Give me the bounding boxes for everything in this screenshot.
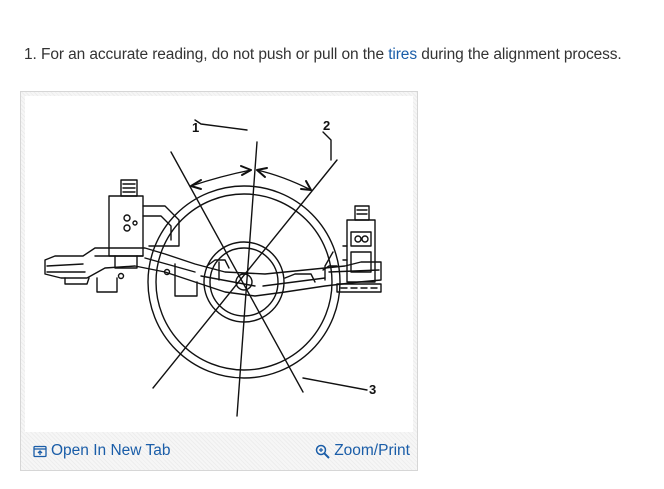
step-instruction: 1. For an accurate reading, do not push …	[24, 45, 622, 65]
alignment-illustration[interactable]: 1 2 3	[25, 96, 413, 432]
callout-3: 3	[369, 382, 376, 397]
figure-footer: Open In New Tab Zoom/Print	[21, 434, 417, 470]
tires-link[interactable]: tires	[388, 45, 417, 63]
callout-1: 1	[192, 120, 199, 135]
zoom-print-label: Zoom/Print	[334, 442, 410, 459]
step-text-before: For an accurate reading, do not push or …	[40, 45, 384, 63]
left-mount-drawing	[108, 179, 180, 269]
step-number: 1.	[24, 45, 37, 63]
zoom-print-button[interactable]: Zoom/Print	[315, 442, 410, 460]
figure-card: 1 2 3 Open In New Tab	[20, 91, 418, 471]
right-mount-drawing	[324, 205, 376, 283]
caster-camber-diagram: 1 2 3	[44, 118, 382, 417]
angle-reference-lines	[152, 119, 368, 417]
step-text-after: during the alignment process.	[421, 45, 622, 63]
zoom-icon	[315, 444, 330, 459]
callout-2: 2	[323, 118, 330, 133]
open-in-new-tab-label: Open In New Tab	[51, 442, 171, 459]
wheel-drawing	[147, 185, 341, 379]
open-tab-icon	[33, 445, 47, 458]
open-in-new-tab-button[interactable]: Open In New Tab	[33, 442, 170, 460]
angle-arrows	[190, 165, 312, 191]
